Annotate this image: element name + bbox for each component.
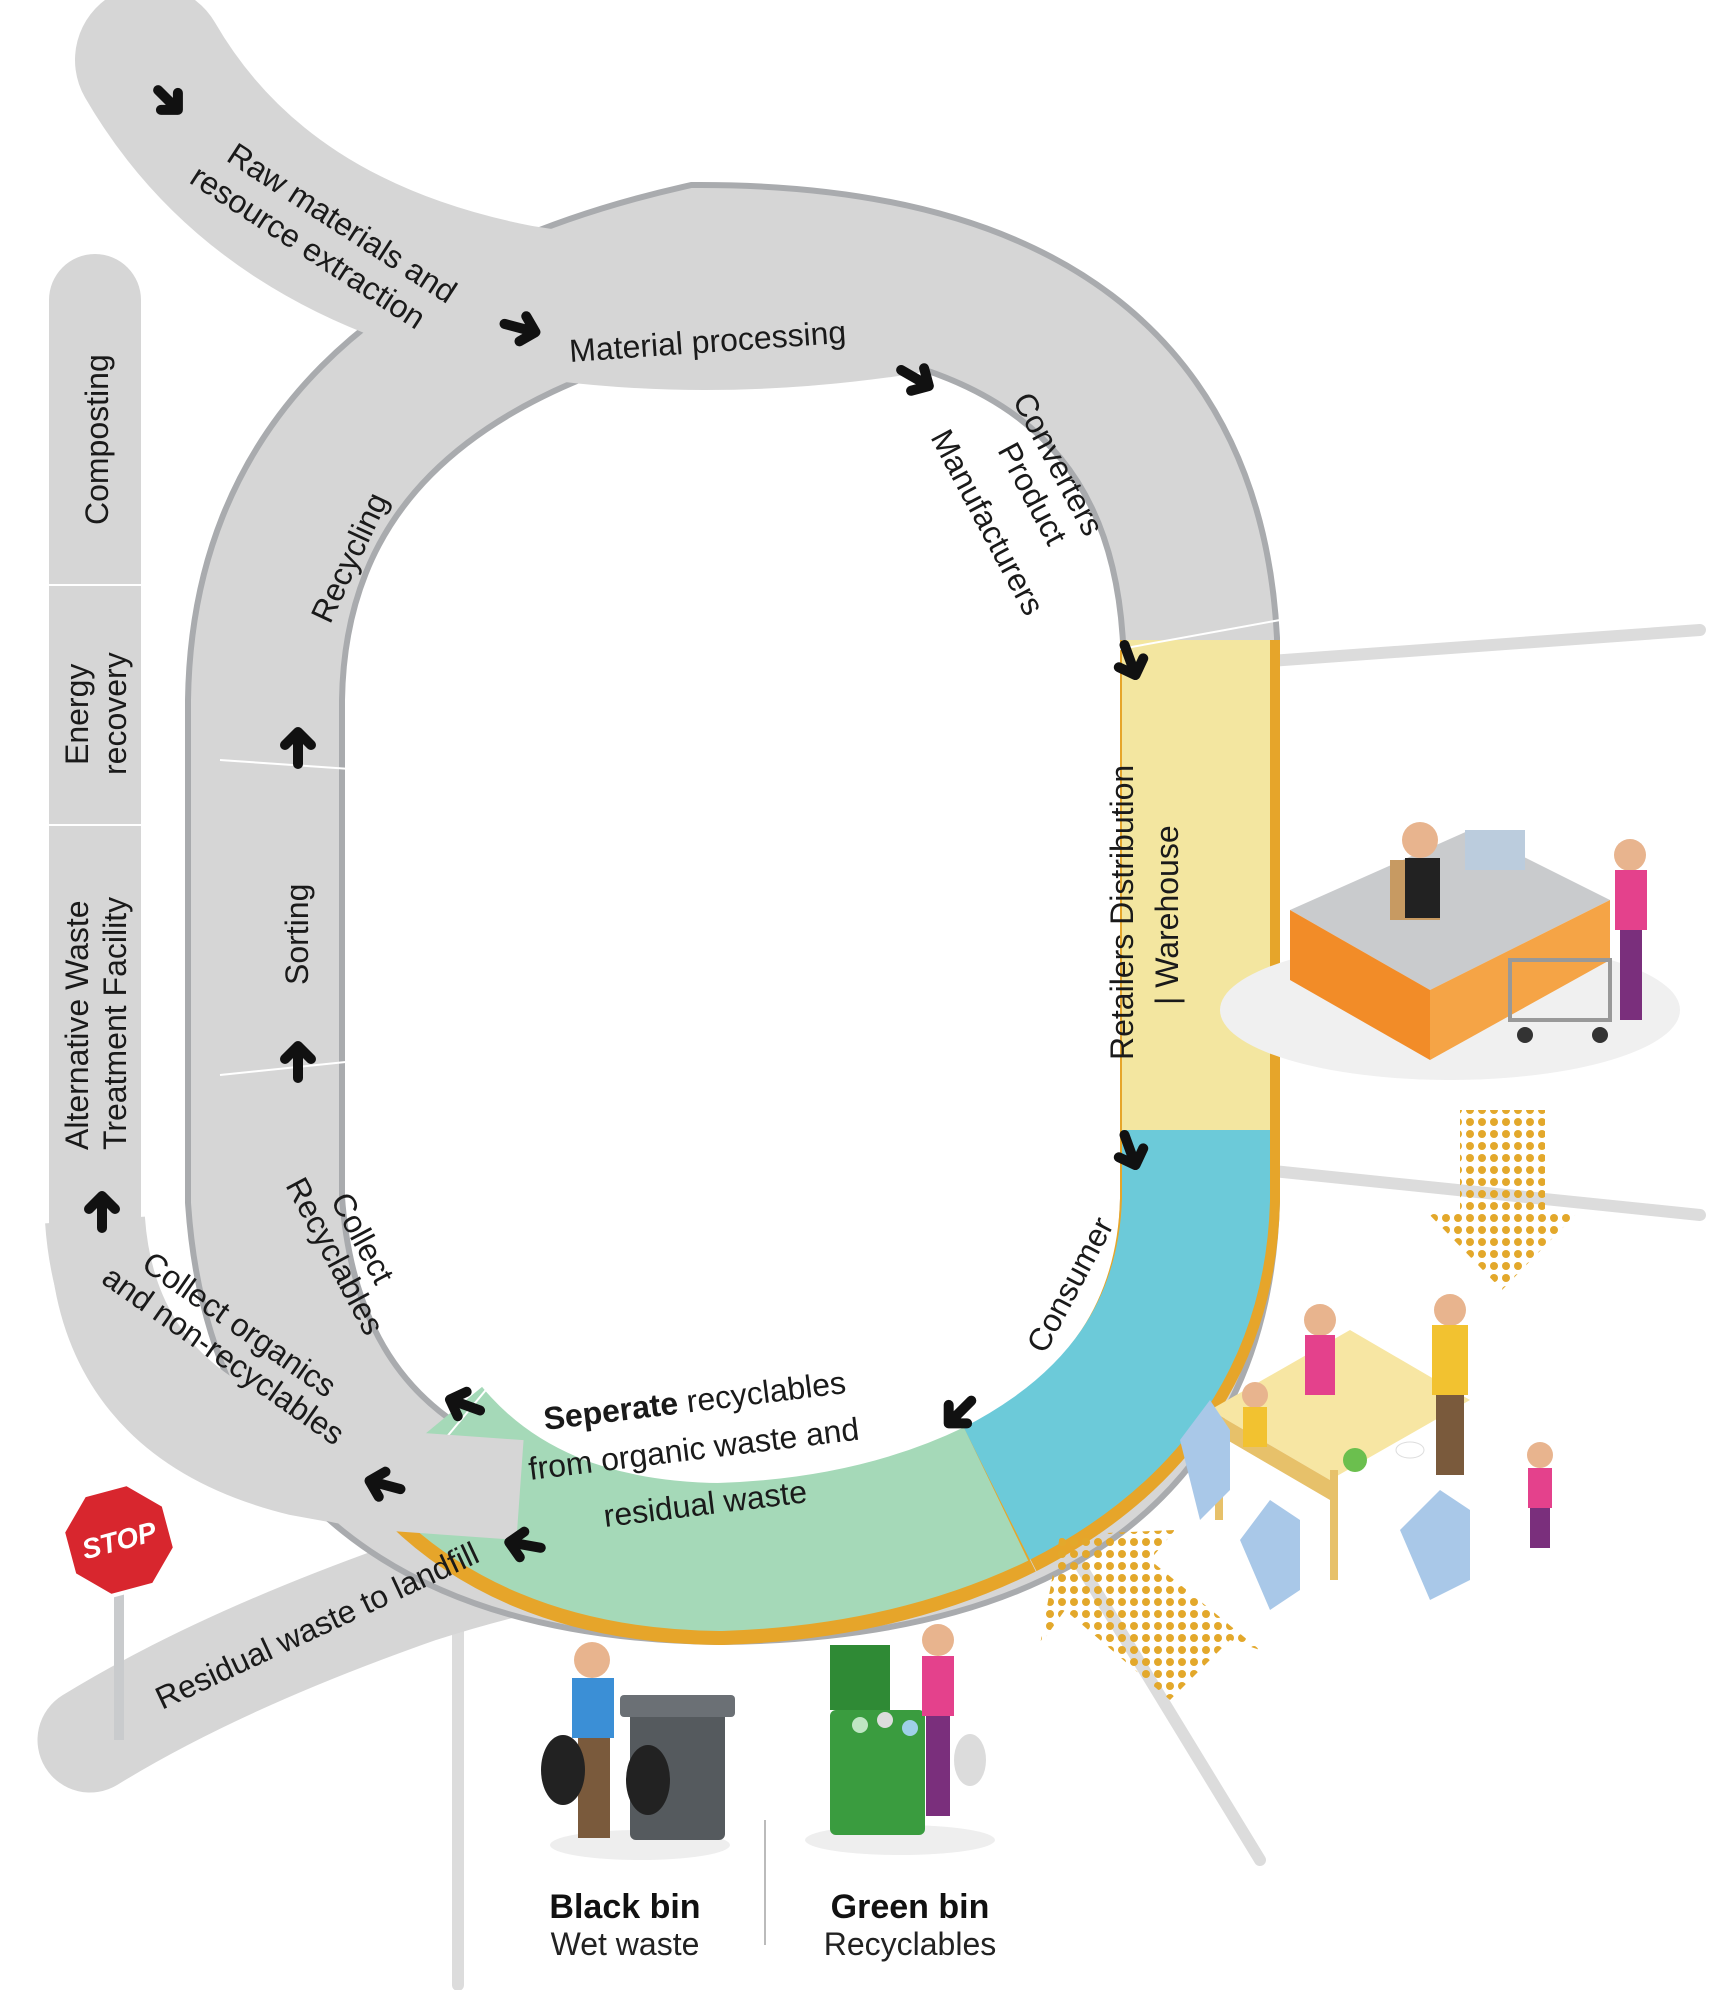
family-kitchen-illustration [1180,1294,1553,1610]
arrow-to-recycling [280,727,316,769]
label-warehouse: | Warehouse [1149,825,1185,1005]
arrow-to-retailers [1113,639,1149,681]
arrow-to-converters [896,363,934,396]
black-bin-title: Black bin [549,1888,700,1926]
label-recovery: recovery [97,652,133,775]
label-sorting: Sorting [279,884,315,985]
raw-materials-strip [75,0,975,390]
green-bin-title: Green bin [831,1888,990,1926]
flow-arrows [84,85,1149,1563]
arrow-to-processing [499,311,541,347]
arrow-to-separate [943,1395,977,1429]
label-energy: Energy [59,664,95,765]
arrow-to-alternative [84,1191,120,1233]
arrow-to-landfill [504,1526,546,1563]
arrow-to-collect-organics [364,1466,406,1502]
arrow-to-collect-recyclables [444,1386,486,1422]
label-alternative-1: Alternative Waste [59,900,95,1150]
stop-sign: STOP [60,1481,178,1740]
arrow-to-consumer [1113,1129,1149,1171]
arrow-to-sorting [280,1041,316,1083]
bin-captions: Black bin Wet waste Green bin Recyclable… [549,1820,996,1962]
main-loop [185,181,1281,1646]
checkout-illustration [1220,822,1680,1080]
black-bin-subtitle: Wet waste [551,1926,700,1962]
dotted-arrow-down [1425,1110,1580,1290]
label-alternative-2: Treatment Facility [97,897,133,1150]
organics-strip [45,1215,524,1540]
label-composting: Composting [79,354,115,525]
black-bin-illustration [541,1642,735,1860]
green-bin-subtitle: Recyclables [824,1926,997,1962]
dotted-arrow-left [1040,1530,1260,1700]
green-bin-illustration [805,1624,995,1855]
label-retailers: Retailers Distribution [1104,765,1140,1060]
arrow-start [153,85,183,115]
